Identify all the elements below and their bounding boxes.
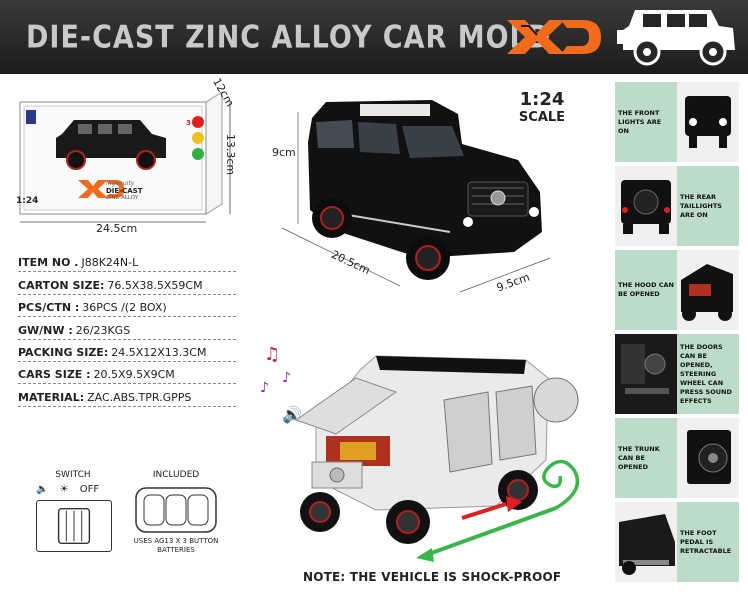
- spec-row: MATERIAL:ZAC.ABS.TPR.GPPS: [18, 384, 236, 407]
- spec-row: CARTON SIZE:76.5X38.5X59CM: [18, 272, 236, 295]
- specs-list: ITEM NO .J88K24N-L CARTON SIZE:76.5X38.5…: [18, 250, 236, 407]
- spec-row: PCS/CTN :36PCS /(2 BOX): [18, 295, 236, 318]
- front-lights-photo: [677, 82, 739, 162]
- box-brand-line1: Ingenuity: [106, 180, 135, 187]
- spec-value: 26/23KGS: [75, 323, 131, 337]
- switch-title: SWITCH: [55, 470, 91, 480]
- spec-value: 20.5X9.5X9CM: [93, 368, 175, 382]
- spec-label: MATERIAL:: [18, 390, 85, 404]
- music-note-icon: ♪: [260, 380, 269, 396]
- feature-card: THE REAR TAILLIGHTS ARE ON: [615, 166, 739, 246]
- included-batteries: INCLUDED USES AG13 X 3 BUTTON BATTERIES: [126, 470, 226, 560]
- feature-text: THE HOOD CAN BE OPENED: [618, 281, 674, 298]
- feature-cards: THE FRONT LIGHTS ARE ON THE REAR TAILLIG…: [615, 82, 739, 586]
- scale-ratio: 1:24: [519, 89, 565, 110]
- feature-card: THE DOORS CAN BE OPENED, STEERING WHEEL …: [615, 334, 739, 414]
- scale-word: SCALE: [518, 110, 566, 125]
- black-car-photo: [281, 100, 551, 293]
- feature-text: THE REAR TAILLIGHTS ARE ON: [680, 192, 722, 219]
- spec-label: ITEM NO .: [18, 256, 79, 270]
- spec-label: PACKING SIZE:: [18, 345, 109, 359]
- spec-value: 36PCS /(2 BOX): [82, 301, 167, 315]
- included-title: INCLUDED: [152, 470, 200, 480]
- music-note-icon: ♪: [282, 370, 291, 386]
- feature-card: THE HOOD CAN BE OPENED: [615, 250, 739, 330]
- shockproof-note: NOTE: THE VEHICLE IS SHOCK-PROOF: [303, 570, 562, 584]
- box-age-badge: 3+: [186, 119, 197, 127]
- battery-icon: [135, 487, 217, 533]
- box-brand-line3: ZINC ALLOY: [106, 195, 139, 201]
- feature-text: THE DOORS CAN BE OPENED, STEERING WHEEL …: [680, 342, 732, 405]
- trunk-open-photo: [677, 418, 739, 498]
- switch-diagram: SWITCH 🔈 ☀ OFF: [28, 470, 118, 560]
- spec-label: CARS SIZE :: [18, 368, 91, 382]
- spec-row: GW/NW :26/23KGS: [18, 317, 236, 340]
- switch-off-label: OFF: [79, 484, 100, 495]
- box-brand-line2: DIE-CAST: [106, 187, 143, 195]
- switch-icon: [36, 500, 112, 552]
- spec-label: CARTON SIZE:: [18, 278, 105, 292]
- battery-note: USES AG13 X 3 BUTTON BATTERIES: [133, 537, 219, 554]
- feature-text: THE TRUNK CAN BE OPENED: [618, 444, 660, 471]
- light-icon: ☀: [59, 484, 69, 495]
- doors-open-photo: [615, 334, 677, 414]
- box-width-label: 24.5cm: [96, 222, 138, 235]
- spec-row: CARS SIZE :20.5X9.5X9CM: [18, 362, 236, 385]
- hood-open-photo: [677, 250, 739, 330]
- spec-row: PACKING SIZE:24.5X12X13.3CM: [18, 340, 236, 362]
- white-car-photo: ♫ ♪ ♪ 🔊: [260, 344, 580, 562]
- header-banner: DIE-CAST ZINC ALLOY CAR MOLD: [0, 0, 748, 74]
- rear-taillights-photo: [615, 166, 677, 246]
- scale-badge: 1:24 SCALE: [512, 89, 572, 126]
- page-title: DIE-CAST ZINC ALLOY CAR MOLD: [26, 19, 552, 56]
- foot-pedal-photo: [615, 502, 677, 582]
- spec-row: ITEM NO .J88K24N-L: [18, 250, 236, 273]
- box-height-label: 13.3cm: [224, 133, 238, 176]
- switch-modes: 🔈 ☀ OFF: [36, 484, 122, 495]
- spec-label: GW/NW :: [18, 323, 73, 337]
- spec-value: ZAC.ABS.TPR.GPPS: [87, 390, 192, 404]
- spec-value: 24.5X12X13.3CM: [111, 345, 207, 359]
- speaker-icon: 🔈: [36, 484, 49, 495]
- brand-logo: [507, 20, 601, 54]
- feature-text: THE FOOT PEDAL IS RETRACTABLE: [680, 528, 732, 555]
- box-scale-label: 1:24: [16, 196, 39, 206]
- header-car-silhouette: [617, 10, 735, 66]
- package-box-illustration: [19, 92, 231, 223]
- car-height-label: 9cm: [272, 146, 296, 159]
- spec-value: J88K24N-L: [81, 256, 139, 270]
- spec-label: PCS/CTN :: [18, 301, 80, 315]
- feature-text: THE FRONT LIGHTS ARE ON: [618, 108, 662, 135]
- music-note-icon: ♫: [264, 344, 280, 365]
- spec-value: 76.5X38.5X59CM: [107, 278, 203, 292]
- feature-card: THE TRUNK CAN BE OPENED: [615, 418, 739, 498]
- feature-card: THE FOOT PEDAL IS RETRACTABLE: [615, 502, 739, 582]
- feature-card: THE FRONT LIGHTS ARE ON: [615, 82, 739, 162]
